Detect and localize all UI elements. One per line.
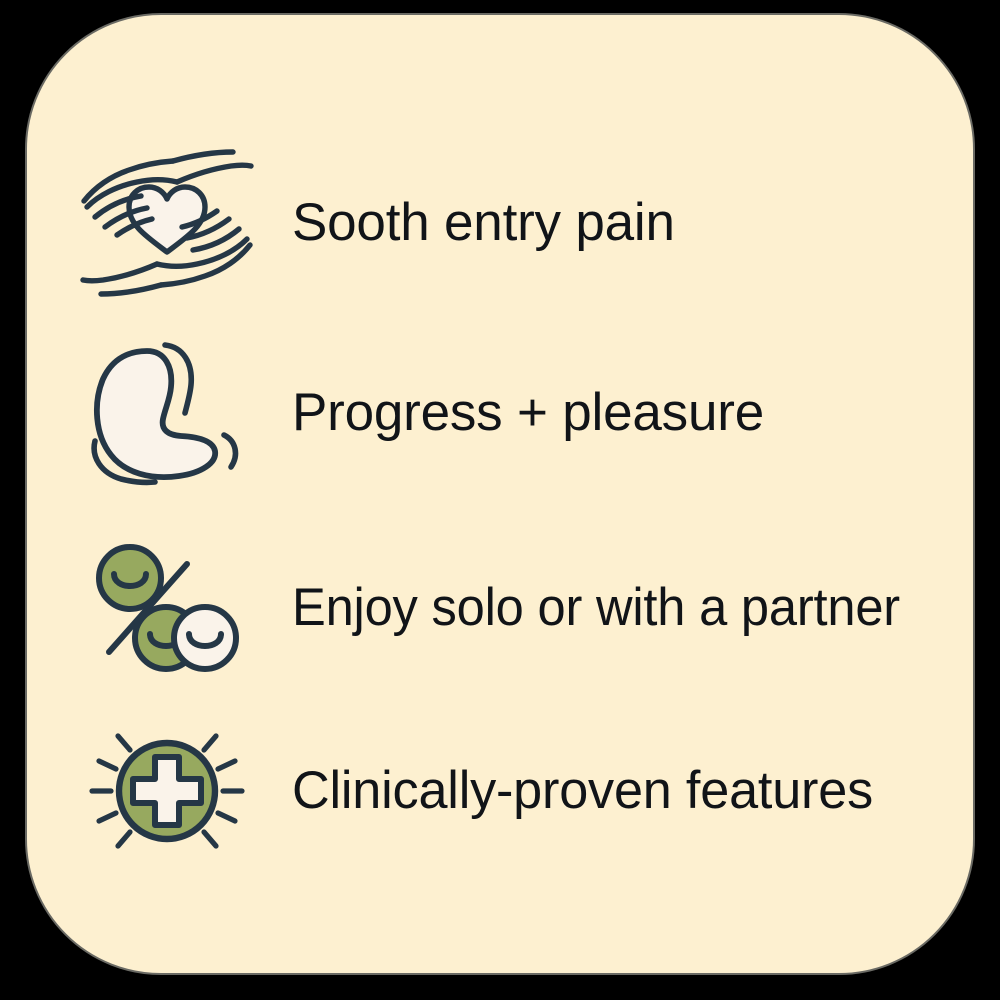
feature-benefits-card: Sooth entry pain Progress (25, 13, 975, 975)
feature-row: Clinically-proven features (77, 711, 957, 871)
feature-label: Sooth entry pain (292, 193, 675, 253)
feature-label: Progress + pleasure (292, 383, 764, 443)
feature-row: Sooth entry pain (77, 143, 957, 303)
medical-cross-rays-icon (77, 711, 257, 871)
feature-label: Clinically-proven features (292, 761, 873, 821)
feature-list: Sooth entry pain Progress (27, 15, 973, 973)
percent-smiley-faces-icon (77, 528, 257, 688)
feature-row: Enjoy solo or with a partner (77, 528, 957, 688)
vibrating-device-icon (77, 333, 257, 493)
feature-label: Enjoy solo or with a partner (292, 578, 900, 638)
feature-row: Progress + pleasure (77, 333, 957, 493)
hands-holding-heart-icon (77, 143, 257, 303)
